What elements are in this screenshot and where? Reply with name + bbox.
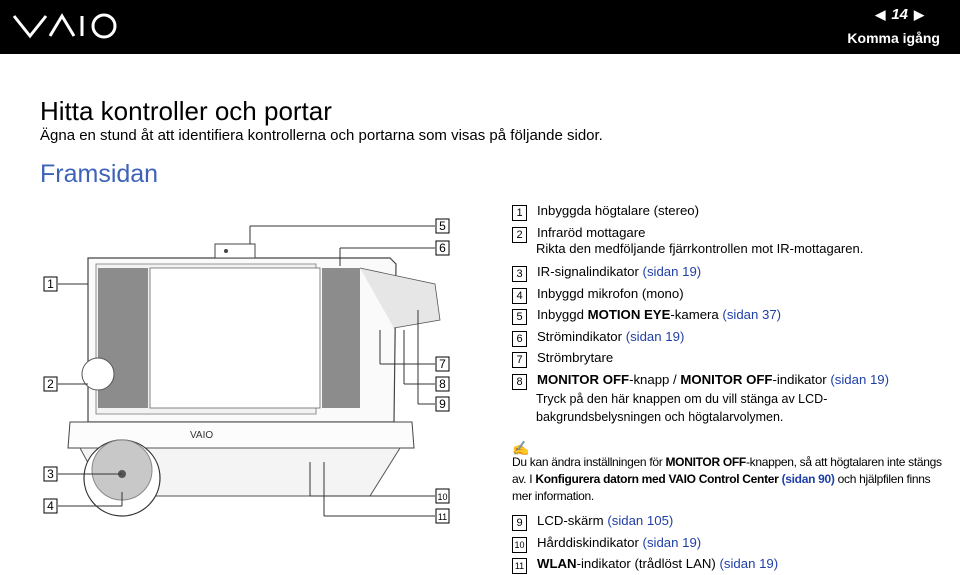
callout-1: 1 (43, 276, 58, 292)
svg-text:7: 7 (439, 357, 446, 371)
svg-text:2: 2 (47, 377, 54, 391)
callout-3: 3 (43, 466, 58, 482)
page-link[interactable]: (sidan 19) (642, 534, 702, 550)
page-link[interactable]: (sidan 90) (781, 472, 835, 486)
svg-text:8: 8 (439, 377, 446, 391)
front-view-diagram: VAIO 5 6 1 7 2 8 9 3 10 (40, 200, 470, 540)
list-item: 7 Strömbrytare (512, 347, 942, 369)
vaio-logo (12, 12, 122, 45)
svg-text:1: 1 (47, 277, 54, 291)
item-number: 9 (512, 515, 527, 531)
page-link[interactable]: (sidan 19) (642, 264, 702, 279)
list-item: 11 WLAN-indikator (trådlöst LAN) (sidan … (512, 553, 942, 575)
svg-text:3: 3 (47, 467, 54, 481)
prev-page-icon[interactable]: ◀ (875, 7, 886, 22)
item-number: 3 (512, 266, 527, 282)
svg-text:5: 5 (439, 219, 446, 233)
svg-text:4: 4 (47, 499, 54, 513)
note-pencil-icon: ✍ (512, 440, 530, 456)
page-number: ◀14▶ (875, 6, 924, 23)
callout-10: 10 (435, 488, 450, 504)
svg-text:VAIO: VAIO (190, 430, 213, 441)
item-number: 5 (512, 309, 527, 325)
page-link[interactable]: (sidan 19) (719, 556, 779, 571)
page-link[interactable]: (sidan 19) (830, 371, 890, 387)
list-item: 5 Inbyggd MOTION EYE-kamera (sidan 37) (512, 304, 942, 326)
callout-4: 4 (43, 498, 58, 514)
callout-6: 6 (435, 240, 450, 256)
item-number: 10 (512, 536, 527, 553)
item-number: 8 (512, 373, 527, 390)
callout-7: 7 (435, 356, 450, 372)
item-number: 7 (512, 352, 527, 368)
page-title: Hitta kontroller och portar (40, 96, 332, 126)
callout-2: 2 (43, 376, 58, 392)
page-link[interactable]: (sidan 37) (722, 307, 782, 322)
page-link[interactable]: (sidan 105) (607, 513, 674, 528)
intro-text: Ägna en stund åt att identifiera kontrol… (40, 127, 603, 144)
item-description: Tryck på den här knappen om du vill stän… (536, 392, 828, 424)
section-subtitle: Framsidan (40, 160, 159, 188)
svg-text:10: 10 (437, 492, 447, 502)
item-number: 6 (512, 330, 527, 347)
list-item: 6 Strömindikator (sidan 19) (512, 326, 942, 348)
list-item: 3 IR-signalindikator (sidan 19) (512, 261, 942, 283)
next-page-icon[interactable]: ▶ (914, 7, 924, 22)
callout-9: 9 (435, 396, 450, 412)
svg-text:9: 9 (439, 397, 446, 411)
callout-8: 8 (435, 376, 450, 392)
callout-5: 5 (435, 218, 450, 234)
note-text: Du kan ändra inställningen för MONITOR O… (512, 455, 942, 503)
callout-11: 11 (435, 508, 450, 524)
list-item: 2 Infraröd mottagare (512, 222, 942, 244)
svg-text:11: 11 (438, 512, 447, 522)
list-item: 8 MONITOR OFF-knapp / MONITOR OFF-indika… (512, 369, 942, 391)
item-number: 4 (512, 287, 527, 304)
component-list: 1 Inbyggda högtalare (stereo) 2 Infraröd… (512, 200, 942, 575)
svg-text:6: 6 (439, 241, 446, 255)
list-item: 1 Inbyggda högtalare (stereo) (512, 200, 942, 222)
list-item: 9 LCD-skärm (sidan 105) (512, 510, 942, 532)
section-link[interactable]: Komma igång (847, 30, 940, 46)
list-item: 10 Hårddiskindikator (sidan 19) (512, 532, 942, 554)
page-link[interactable]: (sidan 19) (625, 328, 685, 344)
list-item: 4 Inbyggd mikrofon (mono) (512, 283, 942, 305)
item-description: Rikta den medföljande fjärrkontrollen mo… (536, 241, 864, 256)
item-number: 11 (512, 558, 527, 574)
item-number: 2 (512, 226, 527, 243)
page-header: ◀14▶ Komma igång (0, 0, 960, 54)
item-number: 1 (512, 205, 527, 221)
